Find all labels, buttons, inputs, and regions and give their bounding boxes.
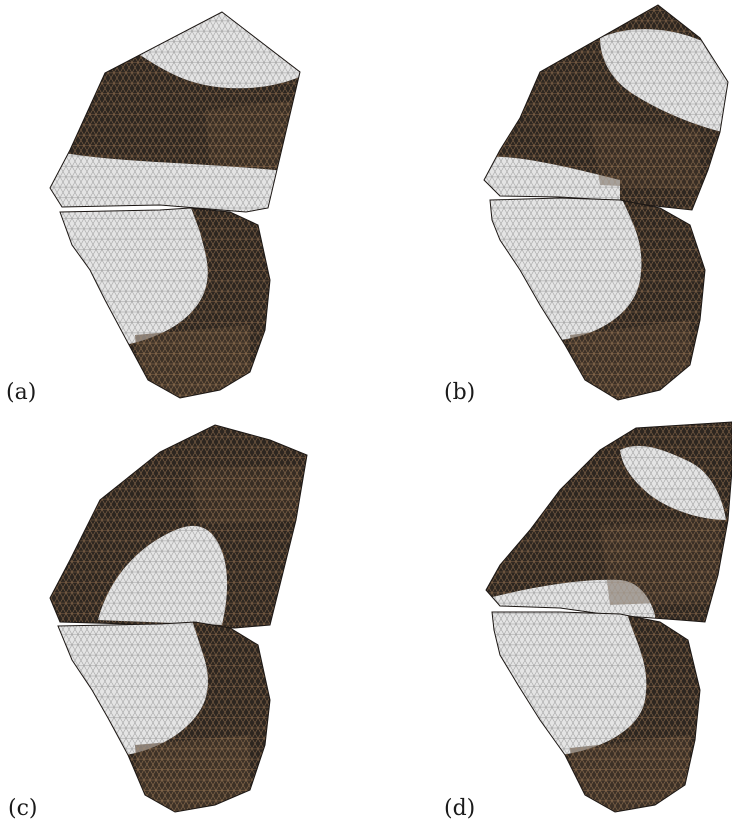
panel-b-label: (b) [444, 382, 475, 404]
panel-d-forewing [480, 422, 732, 640]
panel-a [40, 0, 320, 410]
panel-a-hindwing [60, 205, 290, 410]
panel-b-forewing [470, 5, 732, 215]
panel-d [480, 422, 732, 820]
panel-c-hindwing [58, 620, 290, 820]
panel-c-label: (c) [8, 798, 38, 820]
panel-d-label: (d) [444, 798, 475, 820]
panel-a-label: (a) [6, 382, 36, 404]
panel-a-forewing [40, 0, 320, 230]
panel-c [50, 425, 307, 820]
panel-b [470, 5, 732, 410]
panel-c-forewing [50, 425, 307, 628]
panel-d-hindwing [492, 608, 720, 820]
panel-b-hindwing [490, 195, 720, 410]
